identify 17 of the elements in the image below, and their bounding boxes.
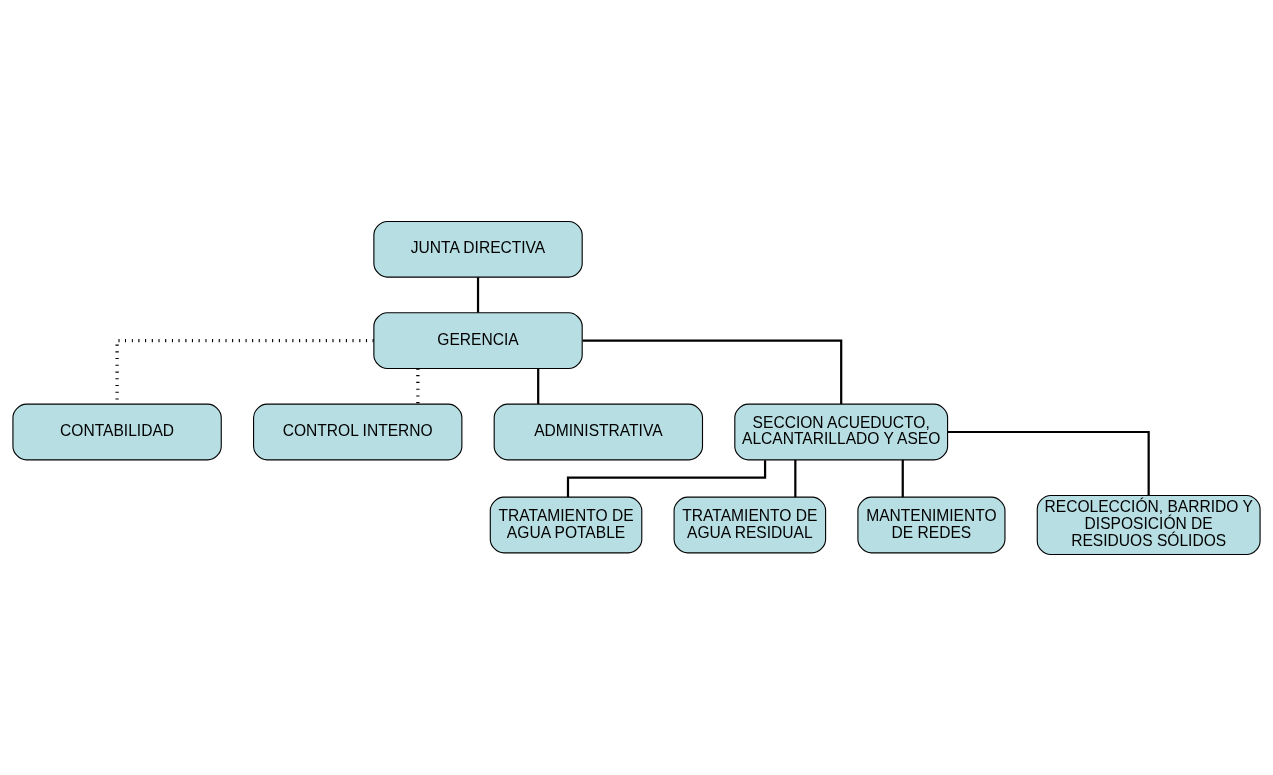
node-box: RECOLECCIÓN, BARRIDO Y DISPOSICIÓN DE RESIDUOS SÓLIDOS (1036, 494, 1261, 555)
connector (476, 276, 480, 313)
connector (947, 430, 1150, 495)
node-box: SECCION ACUEDUCTO, ALCANTARILLADO Y ASEO (734, 403, 949, 460)
node-box: CONTROL INTERNO (253, 403, 463, 460)
node-box: GERENCIA (373, 311, 583, 369)
connector (582, 339, 843, 404)
node-box: CONTABILIDAD (12, 403, 222, 460)
node-box: JUNTA DIRECTIVA (373, 220, 583, 278)
node-box: TRATAMIENTO DE AGUA RESIDUAL (673, 496, 827, 553)
node-box: ADMINISTRATIVA (493, 403, 704, 460)
connector (416, 368, 420, 404)
connector (537, 368, 540, 404)
connector (901, 459, 904, 497)
node-box: MANTENIMIENTO DE REDES (857, 496, 1006, 553)
connector (794, 459, 797, 497)
node-box: TRATAMIENTO DE AGUA POTABLE (489, 496, 643, 553)
